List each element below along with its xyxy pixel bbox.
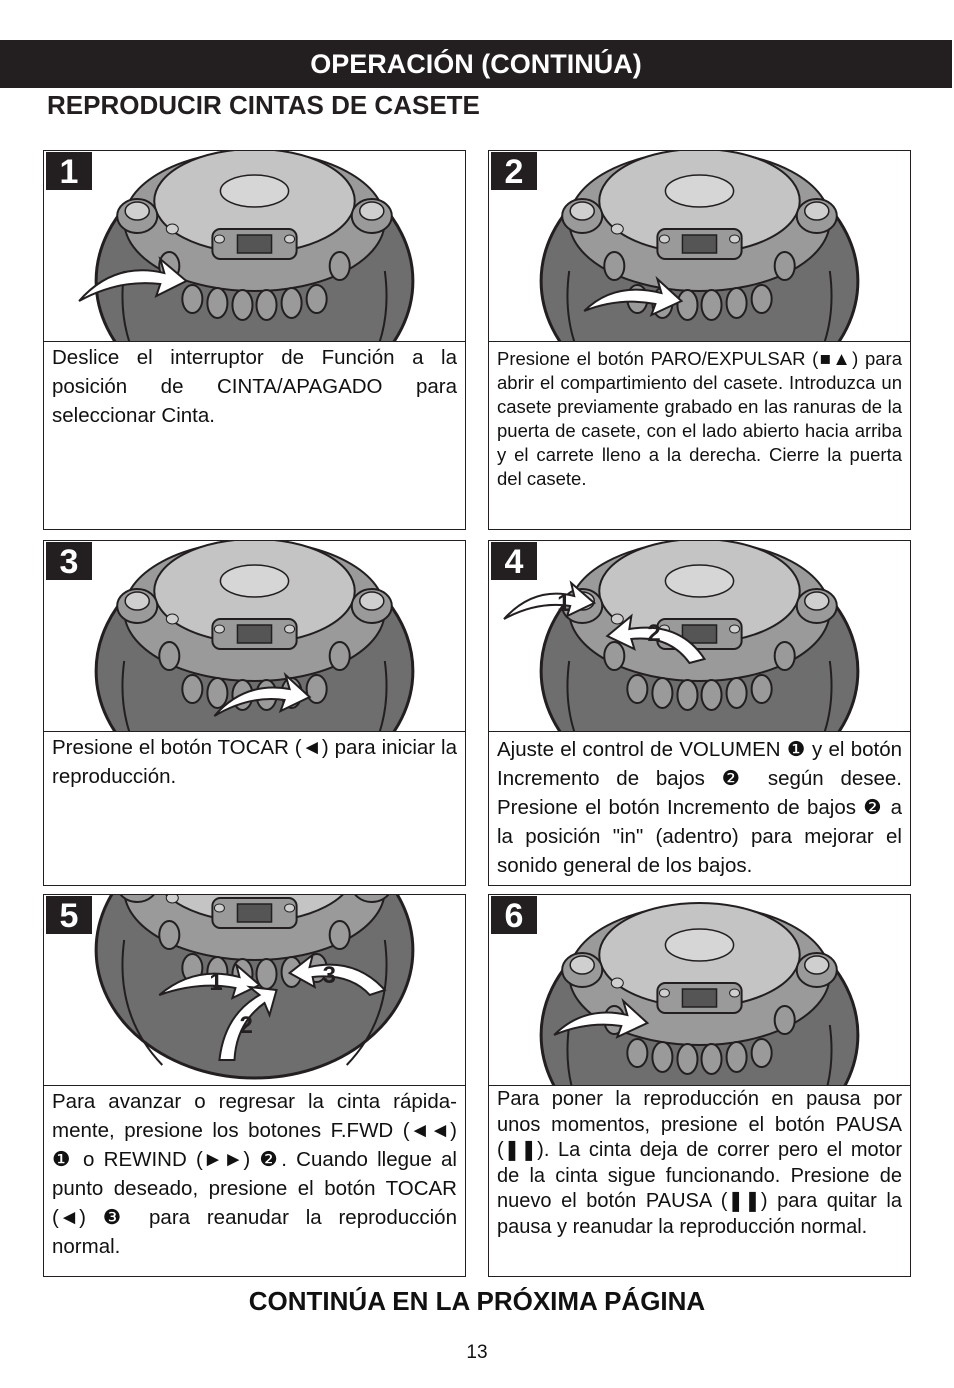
arrow-icon xyxy=(158,962,262,1000)
step-panel-6: 6 Para poner la reproducción en pausa po… xyxy=(488,894,911,1277)
boombox-illustration: 1 2 3 xyxy=(44,895,465,1086)
boombox-illustration xyxy=(44,151,465,342)
boombox-illustration xyxy=(489,151,910,342)
step-number: 4 xyxy=(491,542,537,581)
step-number: 2 xyxy=(491,152,537,191)
step-instruction: Presione el botón TOCAR (◄) para iniciar… xyxy=(52,736,457,788)
arrow-icon xyxy=(553,997,650,1039)
step-instruction: Ajuste el control de VOLUMEN ❶ y el botó… xyxy=(497,738,902,877)
header-title: OPERACIÓN (CONTINÚA) xyxy=(310,49,642,79)
boombox-illustration xyxy=(44,541,465,732)
page-number: 13 xyxy=(466,1342,488,1363)
step-instruction: Deslice el interruptor de Función a la p… xyxy=(52,346,457,427)
step-number: 1 xyxy=(46,152,92,191)
arrow-icon xyxy=(213,671,312,717)
step-number: 6 xyxy=(491,896,537,935)
callout-number: 2 xyxy=(647,620,660,647)
arrow-icon xyxy=(605,613,707,665)
callout-number: 1 xyxy=(557,590,570,617)
step-instruction: Para avanzar o regresar la cinta rápida-… xyxy=(52,1090,457,1258)
step-instruction: Para poner la reproducción en pausa por … xyxy=(497,1088,902,1238)
step-number: 3 xyxy=(46,542,92,581)
arrow-icon xyxy=(503,580,597,620)
arrow-icon xyxy=(583,275,684,317)
callout-number: 1 xyxy=(209,969,222,996)
arrow-icon xyxy=(78,256,189,302)
callout-number: 3 xyxy=(323,962,336,989)
boombox-illustration: 1 2 xyxy=(489,541,910,732)
page-title: REPRODUCIR CINTAS DE CASETE xyxy=(47,90,480,120)
section-header-bar: OPERACIÓN (CONTINÚA) xyxy=(0,40,952,88)
step-panel-2: 2 Presione el botón PARO/EXPULSAR (■▲) p… xyxy=(488,150,911,530)
step-panel-4: 4 1 2 Ajuste el control de VOLUMEN ❶ y e… xyxy=(488,540,911,886)
arrow-icon xyxy=(218,985,278,1061)
step-panel-5: 5 1 2 3 Para avanzar o regresar la cinta… xyxy=(43,894,466,1277)
step-panel-1: 1 Deslice el interruptor de Función a la… xyxy=(43,150,466,530)
continued-note: CONTINÚA EN LA PRÓXIMA PÁGINA xyxy=(248,1286,706,1316)
step-number: 5 xyxy=(46,896,92,935)
step-instruction: Presione el botón PARO/EXPULSAR (■▲) par… xyxy=(497,348,902,489)
boombox-illustration xyxy=(489,895,910,1086)
step-panel-3: 3 Presione el botón TOCAR (◄) para inici… xyxy=(43,540,466,886)
arrow-icon xyxy=(287,952,387,997)
callout-number: 2 xyxy=(239,1012,252,1039)
